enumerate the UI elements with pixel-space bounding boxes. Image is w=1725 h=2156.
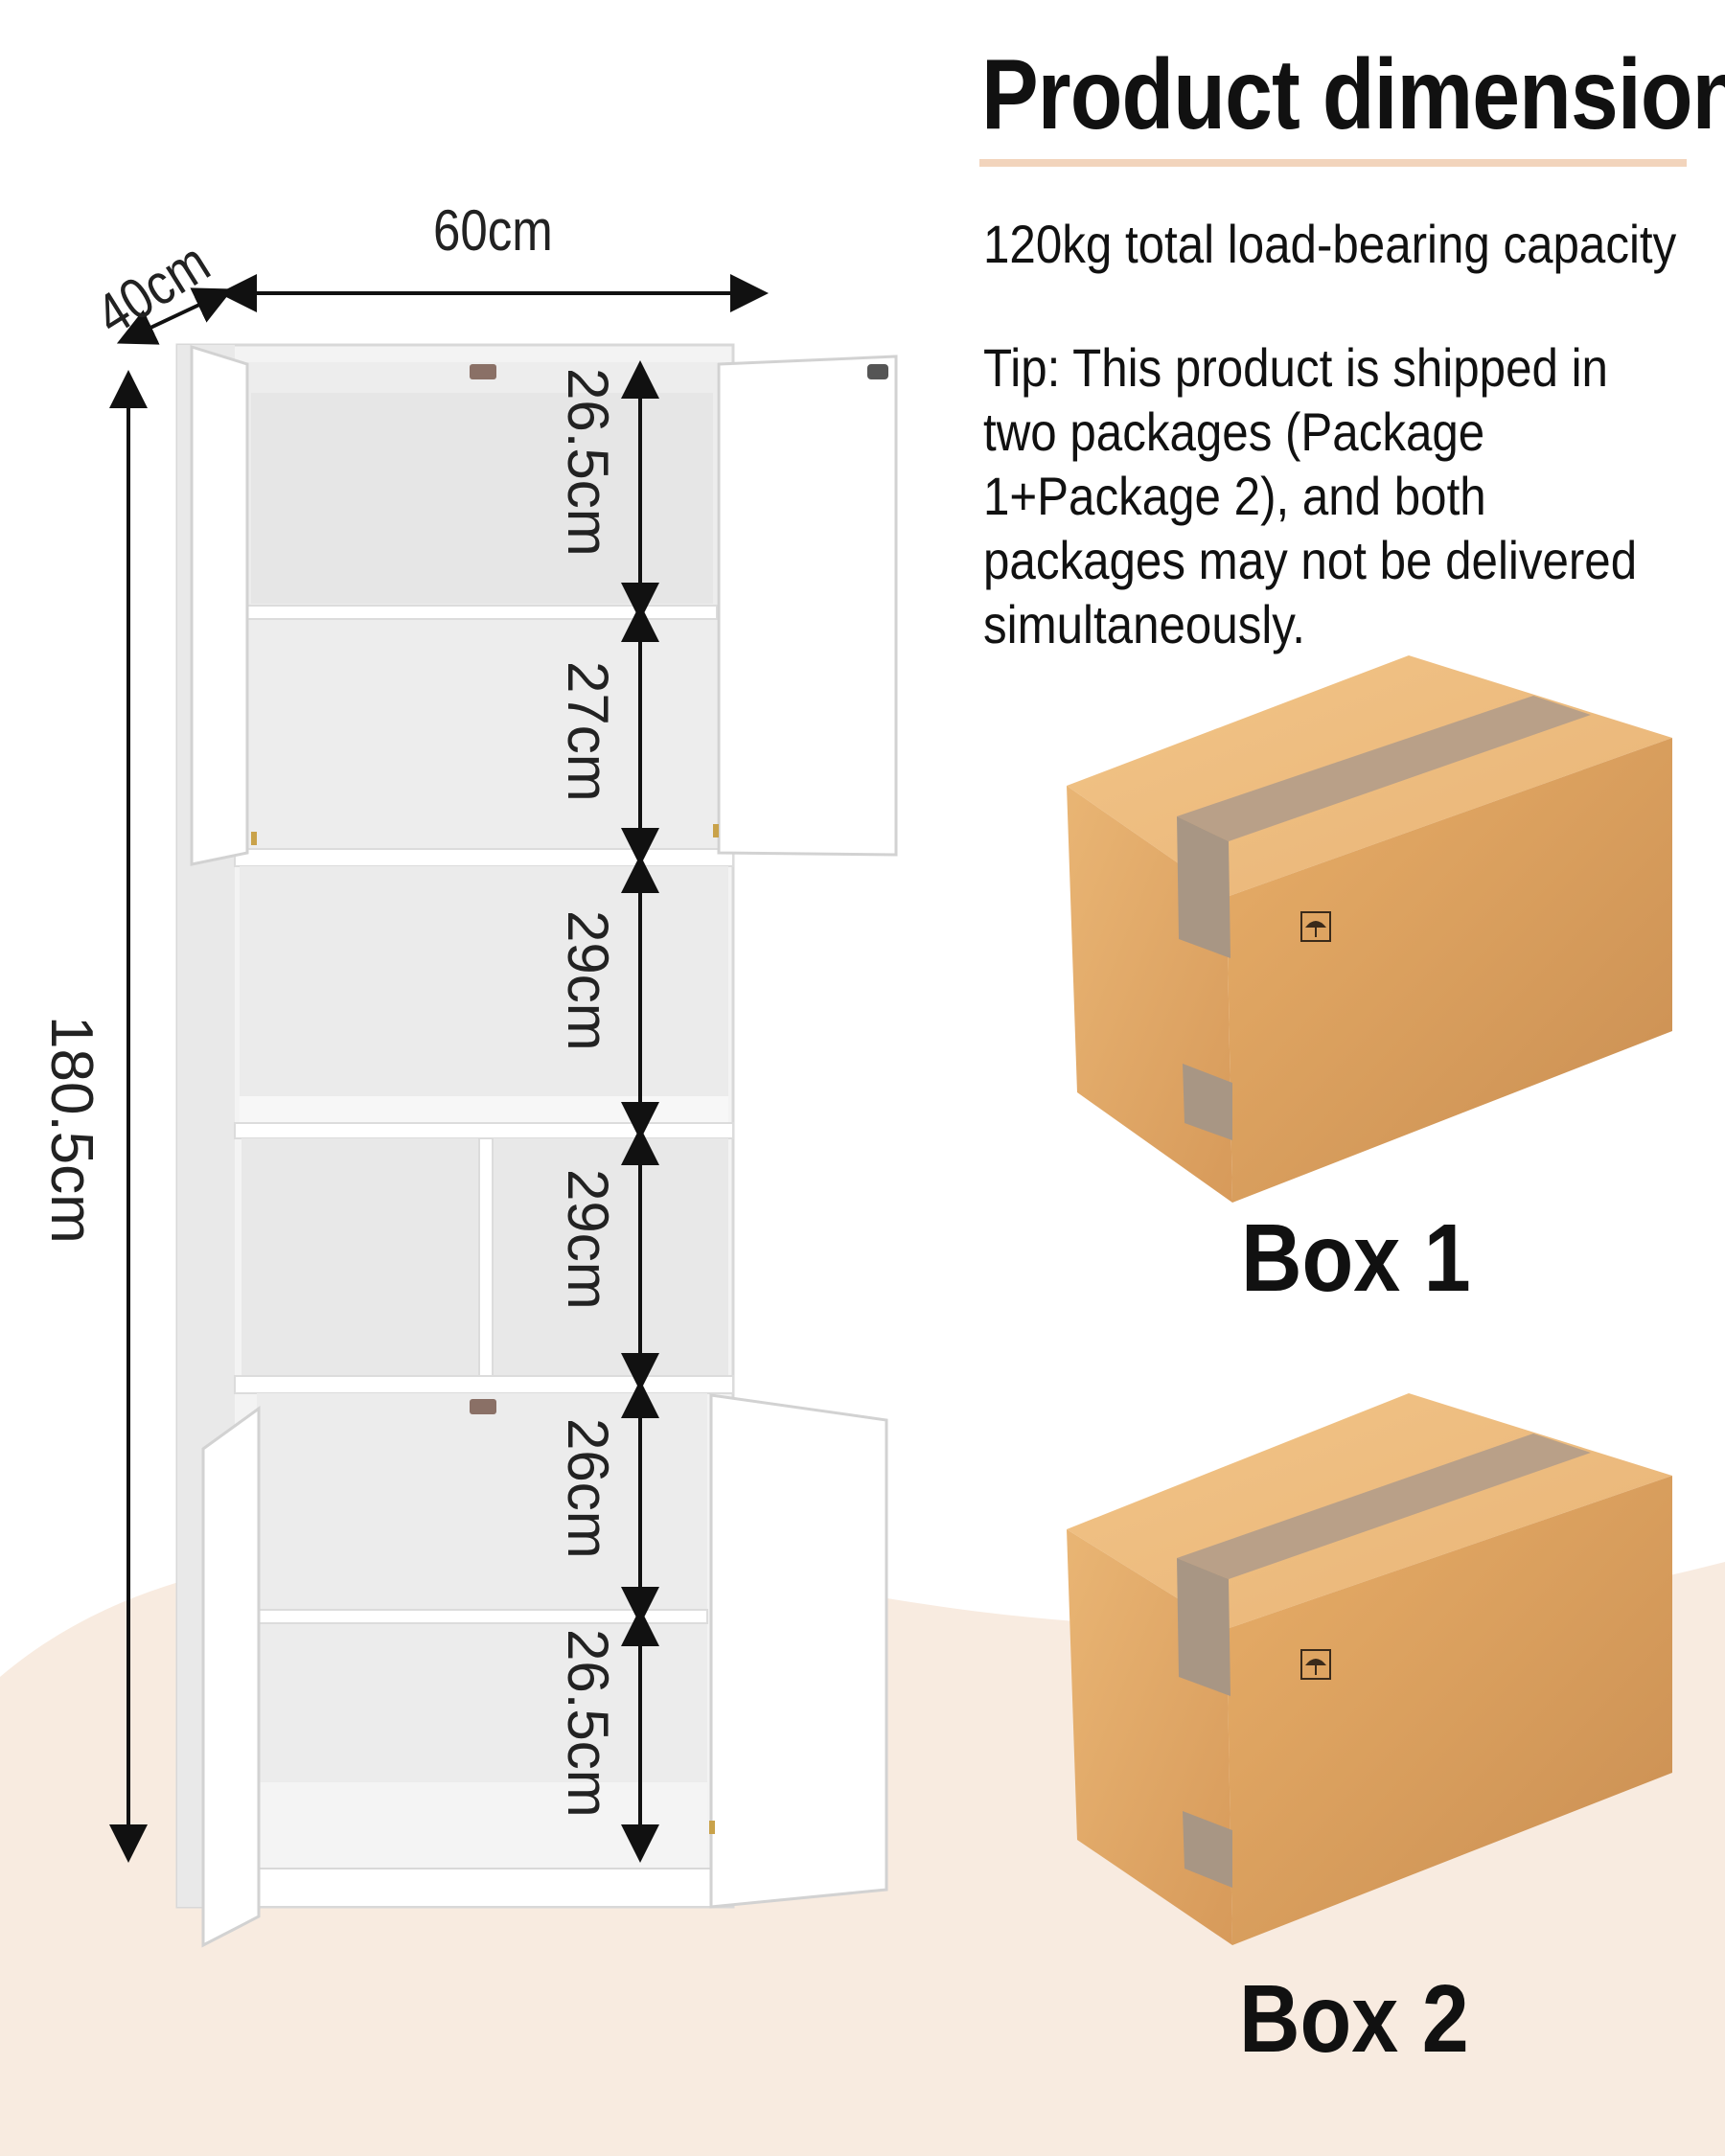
compartment-1-label: 26.5cm — [556, 368, 620, 557]
compartment-2-label: 27cm — [556, 661, 620, 802]
box-1-illustration — [1067, 655, 1672, 1203]
title-divider — [979, 159, 1687, 167]
shipping-tip-text: Tip: This product is shipped in two pack… — [983, 337, 1638, 654]
compartment-3-label: 29cm — [556, 910, 620, 1051]
compartment-5-label: 26cm — [556, 1418, 620, 1559]
umbrella-fragile-icon — [1300, 911, 1331, 942]
page-title: Product dimensions — [981, 39, 1725, 150]
compartment-4-label: 29cm — [556, 1169, 620, 1310]
height-label: 180.5cm — [38, 1016, 104, 1244]
width-label: 60cm — [433, 198, 553, 263]
dimension-arrows — [109, 274, 769, 1863]
box-2-label: Box 2 — [1239, 1965, 1469, 2073]
box-2-illustration — [1067, 1393, 1672, 1945]
compartment-6-label: 26.5cm — [556, 1629, 620, 1818]
box-1-label: Box 1 — [1241, 1204, 1471, 1312]
load-capacity-text: 120kg total load-bearing capacity — [983, 214, 1677, 274]
umbrella-fragile-icon — [1300, 1649, 1331, 1680]
